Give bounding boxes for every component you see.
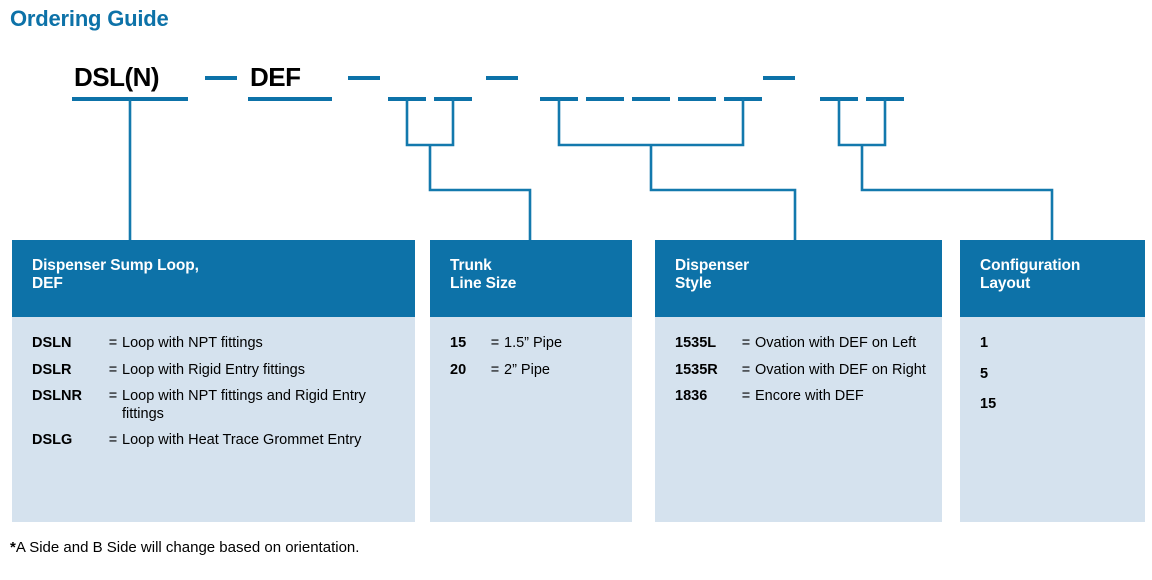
page-title: Ordering Guide [10, 6, 169, 31]
code-blank-style-1 [540, 97, 578, 101]
option-code: 1535R [675, 361, 718, 378]
code-separator-dash-2 [348, 76, 380, 80]
box-body-dispenser-style: 1535L = Ovation with DEF on Left 1535R =… [655, 317, 942, 522]
option-equals: = [108, 335, 118, 351]
category-box-configuration-layout: Configuration Layout 1 5 15 [960, 240, 1145, 522]
code-token-prefix: DSL(N) [74, 62, 160, 92]
option-row: 1535R = Ovation with DEF on Right [675, 362, 932, 380]
option-code: DSLG [32, 432, 73, 448]
option-description: Loop with NPT fittings and Rigid Entry f… [122, 388, 366, 422]
option-code: 5 [980, 365, 989, 382]
category-box-dispenser-sump-loop: Dispenser Sump Loop, DEF DSLN = Loop wit… [12, 240, 415, 522]
footnote-marker: * [10, 539, 16, 556]
option-row: 1836 = Encore with DEF [675, 388, 932, 406]
box-body-trunk-line-size: 15 = 1.5” Pipe 20 = 2” Pipe [430, 317, 632, 522]
code-token-fluid: DEF [250, 62, 301, 92]
option-description: 1.5” Pipe [504, 335, 563, 351]
box-header-dispenser-style: Dispenser Style [655, 240, 942, 317]
option-equals: = [108, 361, 118, 378]
box-header-line2: DEF [32, 275, 63, 292]
option-row: 1535L = Ovation with DEF on Left [675, 335, 932, 353]
option-code: 15 [980, 396, 997, 412]
footnote-text: A Side and B Side will change based on o… [15, 539, 360, 556]
option-code: DSLNR [32, 388, 82, 404]
box-header-trunk-line-size: Trunk Line Size [430, 240, 632, 317]
code-blank-style-3 [632, 97, 670, 101]
code-blank-style-2 [586, 97, 624, 101]
code-blank-config-1 [820, 97, 858, 101]
option-equals: = [490, 335, 500, 351]
box-body-configuration-layout: 1 5 15 [960, 317, 1145, 522]
option-row: DSLR = Loop with Rigid Entry fittings [32, 362, 405, 380]
option-row: DSLN = Loop with NPT fittings [32, 335, 405, 353]
option-description: Encore with DEF [755, 388, 864, 404]
option-equals: = [741, 388, 751, 404]
option-equals: = [108, 432, 118, 448]
option-code: 1836 [675, 388, 708, 404]
option-code: 1535L [675, 335, 717, 351]
option-code: 1 [980, 335, 989, 351]
option-description: Loop with Rigid Entry fittings [122, 361, 305, 378]
box-header-line1: Configuration [980, 257, 1081, 274]
footnote: *A Side and B Side will change based on … [10, 539, 359, 556]
option-row: 15 [980, 396, 1135, 414]
option-description: Loop with Heat Trace Grommet Entry [122, 432, 362, 448]
category-box-trunk-line-size: Trunk Line Size 15 = 1.5” Pipe 20 = 2” P… [430, 240, 632, 522]
option-equals: = [741, 335, 751, 351]
option-equals: = [741, 361, 751, 378]
option-code: 20 [450, 361, 467, 378]
box-header-line1: Dispenser [675, 257, 750, 274]
box-body-dispenser-sump-loop: DSLN = Loop with NPT fittings DSLR = Loo… [12, 317, 415, 522]
option-row: 20 = 2” Pipe [450, 362, 622, 380]
option-description: Loop with NPT fittings [122, 335, 263, 351]
option-description: Ovation with DEF on Left [755, 335, 917, 351]
box-header-line1: Dispenser Sump Loop, [32, 257, 199, 274]
box-header-line2: Layout [980, 275, 1031, 292]
option-code: 15 [450, 335, 467, 351]
code-blank-prefix [72, 97, 188, 101]
option-row: 5 [980, 366, 1135, 384]
code-blank-style-5 [724, 97, 762, 101]
box-header-line2: Style [675, 275, 712, 292]
option-code: DSLN [32, 335, 72, 351]
option-row: 1 [980, 335, 1135, 353]
box-header-line2: Line Size [450, 275, 517, 292]
option-row: 15 = 1.5” Pipe [450, 335, 622, 353]
option-equals: = [490, 361, 500, 378]
code-blank-fluid [248, 97, 332, 101]
option-description: 2” Pipe [504, 361, 550, 378]
code-separator-dash-1 [205, 76, 237, 80]
option-description: Ovation with DEF on Right [755, 361, 926, 378]
option-row: DSLG = Loop with Heat Trace Grommet Entr… [32, 432, 405, 450]
option-equals: = [108, 388, 118, 404]
code-separator-dash-4 [763, 76, 795, 80]
code-blank-trunk-2 [434, 97, 472, 101]
category-box-dispenser-style: Dispenser Style 1535L = Ovation with DEF… [655, 240, 942, 522]
box-header-dispenser-sump-loop: Dispenser Sump Loop, DEF [12, 240, 415, 317]
code-blank-config-2 [866, 97, 904, 101]
code-separator-dash-3 [486, 76, 518, 80]
option-row: DSLNR = Loop with NPT fittings and Rigid… [32, 388, 405, 423]
box-header-configuration-layout: Configuration Layout [960, 240, 1145, 317]
code-blank-trunk-1 [388, 97, 426, 101]
code-blank-style-4 [678, 97, 716, 101]
option-code: DSLR [32, 361, 72, 378]
box-header-line1: Trunk [450, 257, 492, 274]
